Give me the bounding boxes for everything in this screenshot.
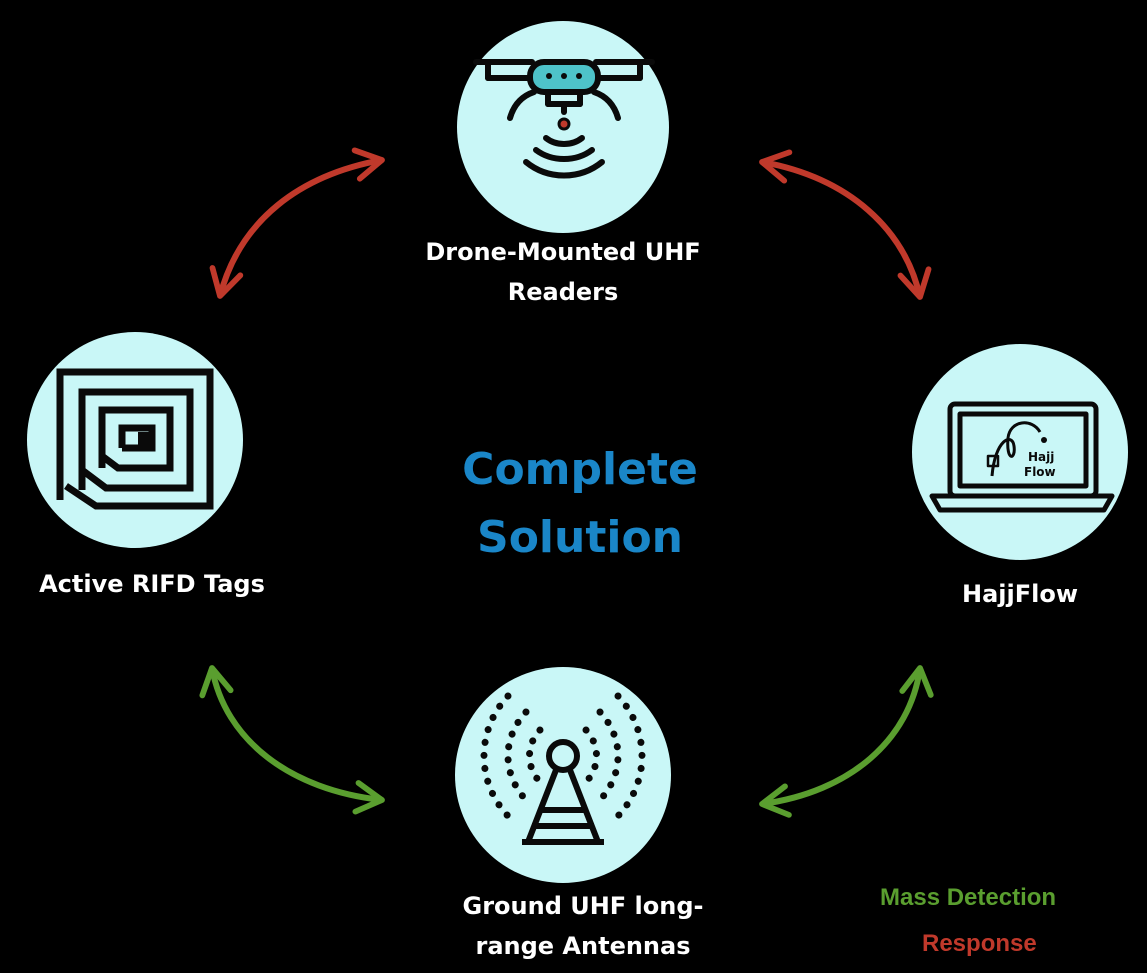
rfid-tag-icon xyxy=(56,368,214,510)
mass-detection-arrow-tags-antenna xyxy=(199,665,385,815)
response-arrow-drone-hajjflow xyxy=(759,149,932,300)
legend-response: Response xyxy=(922,930,1037,957)
hajjflow-screen-logo-line2: Flow xyxy=(1024,465,1056,479)
hajjflow-label-line1: HajjFlow xyxy=(961,580,1078,608)
laptop-icon xyxy=(929,401,1115,513)
signal-waves-icon xyxy=(480,692,646,820)
tags-label: Active RIFD Tags xyxy=(4,564,300,604)
antenna-label: Ground UHF long- range Antennas xyxy=(420,886,746,966)
center-title-line2: Solution xyxy=(477,512,683,563)
antenna-tower-icon xyxy=(522,739,604,845)
mass-detection-arrow-antenna-hajjflow xyxy=(759,665,934,818)
antenna-label-line1: Ground UHF long- xyxy=(462,892,704,920)
drone-node xyxy=(457,21,669,233)
response-arrow-tags-drone xyxy=(209,147,385,299)
antenna-label-line2: range Antennas xyxy=(475,932,691,960)
center-title: Complete Solution xyxy=(380,436,780,572)
hajjflow-screen-logo-line1: Hajj xyxy=(1028,450,1054,464)
tags-label-line1: Active RIFD Tags xyxy=(39,570,265,598)
hajjflow-node: Hajj Flow xyxy=(912,344,1128,560)
center-title-line1: Complete xyxy=(462,444,698,495)
drone-label-line1: Drone-Mounted UHF xyxy=(425,238,701,266)
hajjflow-label: HajjFlow xyxy=(920,574,1120,614)
drone-label: Drone-Mounted UHF Readers xyxy=(380,232,746,312)
antenna-node xyxy=(455,667,671,883)
drone-icon xyxy=(473,59,655,179)
tags-node xyxy=(27,332,243,548)
legend-mass-detection: Mass Detection xyxy=(880,884,1057,911)
drone-label-line2: Readers xyxy=(507,278,619,306)
